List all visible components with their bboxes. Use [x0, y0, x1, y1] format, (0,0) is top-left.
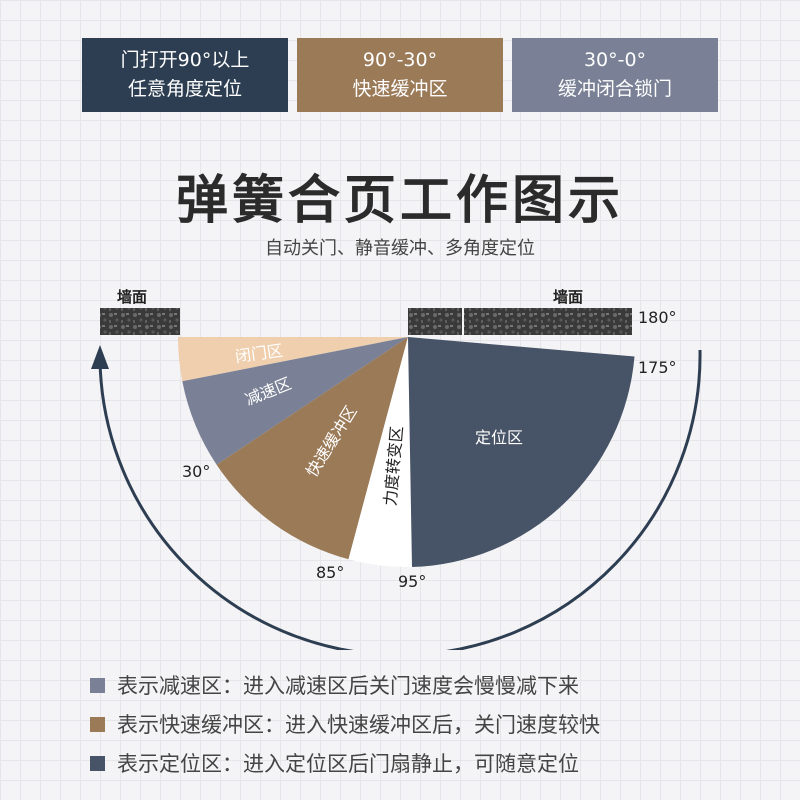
angle-95-label: 95°: [398, 572, 426, 591]
angle-30-label: 30°: [182, 462, 210, 481]
positioning-zone-label: 定位区: [475, 428, 523, 447]
deceleration-zone-sector: [182, 337, 408, 465]
wall-right-segment: [408, 308, 462, 335]
info-box-closing: 30°-0° 缓冲闭合锁门: [512, 38, 718, 112]
info-box-line: 90°-30°: [362, 49, 438, 71]
info-box-line: 30°-0°: [583, 49, 647, 71]
fast-buffer-zone-sector: [216, 337, 408, 560]
legend-text: 表示减速区：进入减速区后关门速度会慢慢减下来: [117, 674, 579, 698]
wall-left-label: 墙面: [117, 288, 147, 306]
wall-left: [100, 308, 180, 335]
info-box-line: 缓冲闭合锁门: [557, 78, 672, 100]
legend-item-deceleration: 表示减速区：进入减速区后关门速度会慢慢减下来: [90, 670, 579, 700]
wall-right-label: 墙面: [553, 288, 583, 306]
hinge-diagram: 墙面 墙面 闭门区 减速区 快速缓冲区 力度转变区 定位区 180° 175° …: [91, 288, 702, 650]
rotation-arrow-arc: [98, 349, 702, 650]
arrow-head-icon: [91, 345, 109, 369]
legend-swatch: [90, 755, 105, 771]
legend-text: 表示定位区：进入定位区后门扇静止，可随意定位: [117, 752, 579, 776]
page-title: 弹簧合页工作图示: [175, 171, 624, 231]
legend-text: 表示快速缓冲区：进入快速缓冲区后，关门速度较快: [117, 713, 600, 737]
force-change-zone-sector: [348, 337, 412, 568]
angle-85-label: 85°: [316, 563, 344, 582]
closing-zone-sector: [178, 337, 408, 382]
legend-item-fast-buffer: 表示快速缓冲区：进入快速缓冲区后，关门速度较快: [90, 709, 600, 739]
legend-swatch: [90, 677, 105, 693]
positioning-zone-sector: [408, 337, 635, 567]
legend-swatch: [90, 716, 105, 732]
angle-175-label: 175°: [638, 358, 677, 377]
info-box-positioning: 门打开90°以上 任意角度定位: [82, 38, 288, 112]
angle-180-label: 180°: [638, 308, 677, 327]
wall-right: [464, 308, 632, 335]
info-box-line: 快速缓冲区: [352, 78, 448, 100]
info-box-line: 任意角度定位: [127, 78, 242, 100]
page-subtitle: 自动关门、静音缓冲、多角度定位: [265, 238, 535, 259]
info-box-line: 门打开90°以上: [120, 49, 250, 71]
legend-item-positioning: 表示定位区：进入定位区后门扇静止，可随意定位: [90, 748, 579, 778]
info-box-fast-buffer: 90°-30° 快速缓冲区: [297, 38, 503, 112]
